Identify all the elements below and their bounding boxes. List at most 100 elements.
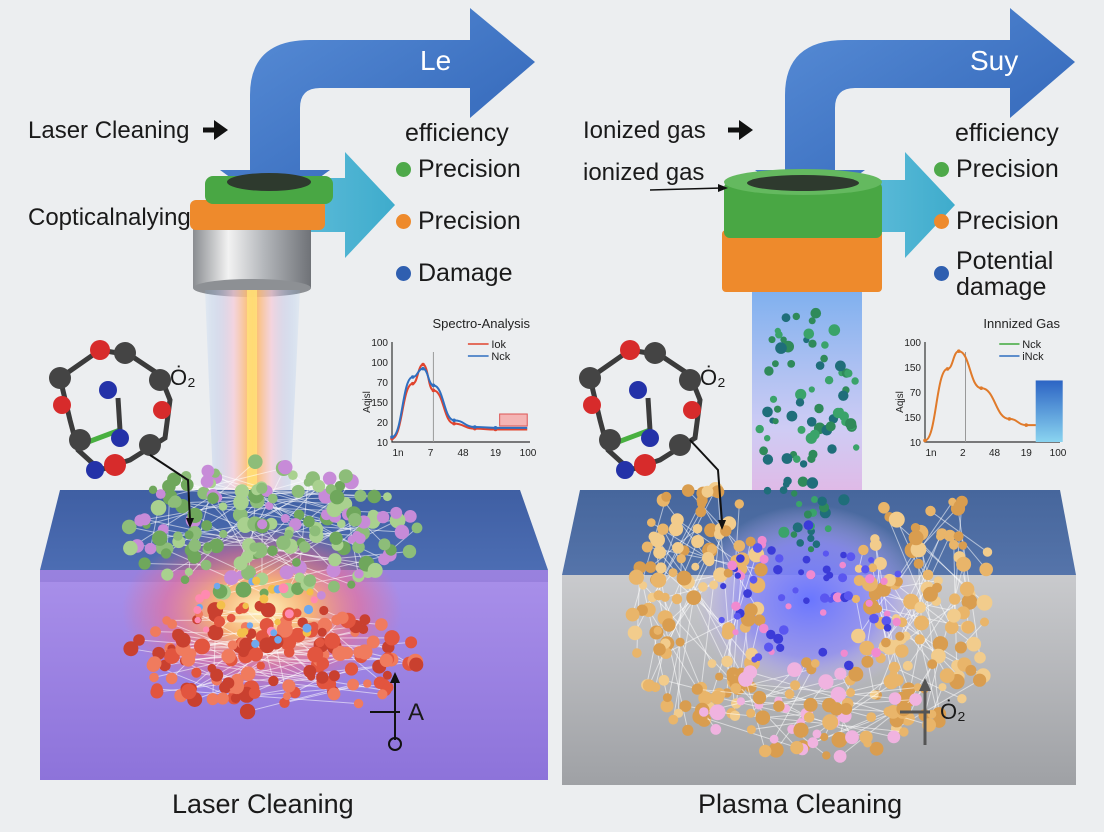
particle [778, 594, 786, 602]
particle [279, 565, 294, 580]
particle [160, 548, 172, 559]
right-axis-label: Ȯ₂ [940, 699, 966, 724]
data-point [956, 349, 961, 354]
particle [754, 563, 768, 577]
particle [899, 727, 909, 737]
particle [773, 565, 783, 575]
particle [759, 744, 772, 758]
plasma-ions [718, 307, 902, 671]
particle [779, 625, 789, 635]
particle [235, 606, 244, 615]
particle [378, 553, 390, 566]
particle [363, 679, 372, 688]
particle [224, 570, 239, 586]
particle [340, 646, 354, 660]
particle [868, 557, 875, 563]
particle [201, 464, 215, 478]
right-legend-dot-1 [934, 162, 949, 177]
particle [123, 641, 139, 657]
particle [676, 554, 686, 564]
particle [256, 661, 265, 670]
x-tick-label: 2 [960, 448, 966, 459]
particle [782, 480, 790, 488]
particle [790, 741, 804, 755]
particle [390, 506, 403, 519]
particle [980, 617, 989, 627]
particle [966, 636, 982, 652]
particle [795, 398, 805, 407]
particle [650, 572, 667, 588]
particle [668, 714, 679, 725]
particle [752, 543, 763, 553]
right-legend-dot-2 [934, 214, 949, 229]
particle [961, 593, 978, 610]
particle [239, 637, 255, 653]
particle [762, 406, 773, 418]
particle [792, 587, 799, 594]
particle [888, 661, 900, 674]
particle [927, 659, 938, 670]
particle [692, 523, 703, 534]
particle [866, 712, 877, 722]
particle [191, 667, 202, 678]
legend-label: Nck [491, 351, 510, 363]
particle [812, 540, 821, 548]
particle [815, 361, 825, 370]
particle [799, 460, 808, 468]
particle [248, 687, 261, 699]
particle [827, 596, 834, 603]
particle [200, 475, 214, 488]
particle [909, 693, 922, 706]
particle [709, 704, 726, 721]
particle [246, 622, 254, 629]
particle [161, 568, 174, 581]
data-point [410, 381, 415, 386]
particle [326, 501, 343, 518]
particle [657, 523, 669, 535]
particle [894, 570, 902, 578]
particle [796, 539, 804, 547]
particle [312, 479, 326, 493]
particle [914, 634, 925, 645]
particle [668, 522, 684, 537]
particle [787, 662, 802, 677]
particle [180, 478, 194, 492]
series-line [391, 367, 496, 438]
particle [726, 673, 736, 682]
particle [764, 642, 774, 652]
particle [209, 538, 224, 554]
left-contaminant-particles [121, 454, 424, 720]
particle [648, 531, 659, 542]
particle [832, 592, 843, 603]
left-flow-arrow [220, 8, 535, 210]
particle [682, 724, 694, 736]
particle [328, 580, 340, 593]
particle [818, 674, 834, 690]
particle [206, 693, 219, 706]
particle [823, 574, 830, 582]
left-input-label: Laser Cleaning [28, 117, 190, 144]
particle [844, 369, 853, 378]
particle [662, 618, 676, 632]
particle [662, 693, 672, 703]
particle [851, 628, 866, 644]
left-legend-dot-2 [396, 214, 411, 229]
particle [887, 730, 901, 744]
particle [671, 593, 683, 605]
particle [873, 557, 887, 570]
particle [382, 682, 394, 693]
particle [812, 729, 822, 739]
particle [707, 659, 717, 668]
left-side-label: Copticalnalying [28, 204, 191, 231]
particle [797, 425, 806, 434]
particle [775, 342, 787, 354]
particle [280, 513, 290, 523]
particle [202, 591, 210, 600]
left-molecule-pointer [149, 454, 191, 521]
particle [283, 646, 295, 658]
y-tick-label: 150 [904, 363, 921, 374]
particle [888, 511, 905, 528]
particle [409, 657, 424, 672]
particle [698, 582, 708, 592]
particle [384, 630, 400, 646]
